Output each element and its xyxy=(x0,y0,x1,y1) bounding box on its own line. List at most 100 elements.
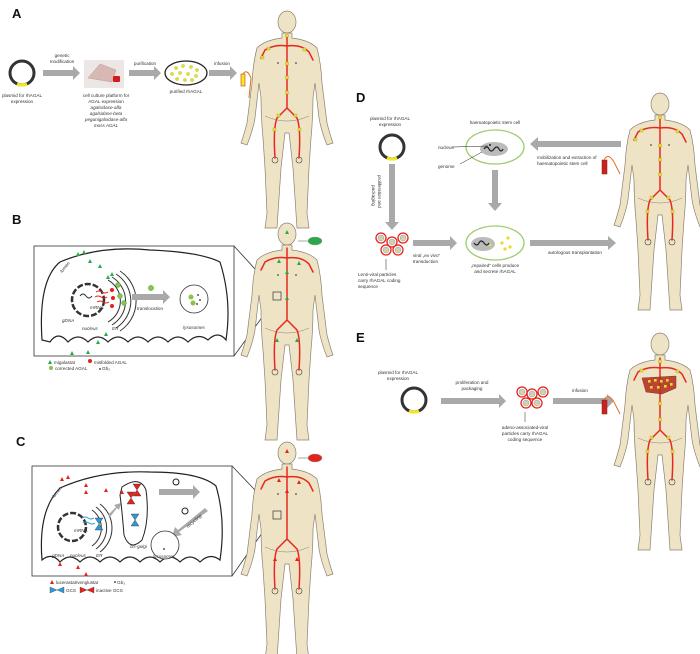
arrow-transplantation xyxy=(530,236,616,250)
gcs-icon xyxy=(130,513,140,527)
inactive-gcs-icon xyxy=(132,483,142,497)
plasmid-icon xyxy=(8,59,36,87)
er-icon xyxy=(91,503,113,553)
liver-icon xyxy=(641,375,677,395)
panel-a-label: A xyxy=(12,6,22,21)
aav-label-2: particles carry rhAGAL xyxy=(502,431,549,436)
legend-inactive-gcs: inactive GCS xyxy=(96,588,123,593)
human-body-b xyxy=(240,222,334,441)
genome-label: genome xyxy=(438,164,455,169)
repaired-label: „repaired” cells produce xyxy=(471,263,520,268)
drug-capsule-icon xyxy=(298,236,323,246)
aav-label-3: coding sequence xyxy=(508,437,543,442)
packaging-label: proliferation and xyxy=(456,380,489,385)
repaired-cell-icon xyxy=(465,225,525,261)
arrow-translocation xyxy=(132,290,170,304)
arrow-label: purification xyxy=(134,61,157,66)
lysosome-icon xyxy=(150,530,180,560)
repaired-label-2: and secrete rhAGAL xyxy=(474,269,516,274)
arrow-down xyxy=(488,170,502,211)
legend-gb3: Gb₃ xyxy=(117,580,125,585)
nucleus-icon xyxy=(70,282,106,318)
lumen-label: lumen xyxy=(59,261,71,274)
panel-b: B lumen mRNA gDNA nucleus ER translocati… xyxy=(12,212,334,441)
gdna-label: gDNA xyxy=(62,318,74,323)
gdna-label: gDNA xyxy=(52,553,64,558)
nucleus-label: nucleus xyxy=(82,326,99,331)
migalastat-icons xyxy=(70,250,114,355)
infusion-bag-icon xyxy=(601,396,621,415)
arrow-to-membrane xyxy=(159,485,200,499)
plasmid-label: plasmid for rhAGAL xyxy=(378,370,419,375)
cell-zoom-box xyxy=(31,465,233,577)
misfolded-agal-icons xyxy=(110,288,115,308)
inhibitor-icons xyxy=(58,475,124,576)
arrow-infusion xyxy=(209,66,237,80)
mrna-icon xyxy=(94,290,110,304)
cell-zoom-box xyxy=(33,245,235,357)
culture-label-5: pegunigalsidase-alfa xyxy=(84,117,128,122)
blood-bag-icon xyxy=(601,156,621,175)
panel-e-label: E xyxy=(356,330,365,345)
cis-golgi-label: cis-golgi xyxy=(130,544,148,549)
legend-c: lucerastat/venglustat Gb₃ GCS inactive G… xyxy=(49,580,125,594)
panel-c-label: C xyxy=(16,434,26,449)
mobilization-label-2: haematopoietic stem cell xyxy=(537,161,588,166)
legend-corrected: corrected AGAL xyxy=(55,366,88,371)
nucleus-label: nucleus xyxy=(438,145,455,150)
stem-cell-label: haematopoietic stem cell xyxy=(470,120,521,125)
flask-photo-icon xyxy=(84,60,124,88)
transduction-label: viral „ex vivo” xyxy=(413,253,441,258)
nucleus-icon xyxy=(56,511,88,543)
autologous-label: autologous transplantation xyxy=(548,250,602,255)
human-body-a xyxy=(240,10,334,229)
human-body-e xyxy=(601,332,700,551)
lysosome-icon xyxy=(179,284,209,314)
panel-a: A plasmid for rhAGAL expression genetic … xyxy=(2,6,334,229)
panel-e: E plasmid for rhAGAL expression prolifer… xyxy=(356,330,700,551)
arrow-label: infusion xyxy=(214,61,230,66)
culture-label: cell culture platform for xyxy=(83,93,130,98)
panel-d-label: D xyxy=(356,90,365,105)
drug-capsule-icon xyxy=(298,453,323,463)
culture-label-4: agalsidase-beta xyxy=(90,111,123,116)
infusion-bag-icon xyxy=(240,71,252,99)
legend-misfolded: misfolded AGAL xyxy=(94,360,127,365)
mobilization-label: mobilization and extraction of xyxy=(537,155,597,160)
human-body-d xyxy=(601,92,700,311)
panel-c: C lumen mRNA gDNA nucleus ER cis-golgi r… xyxy=(16,434,334,654)
legend-b: migalastat misfolded AGAL corrected AGAL… xyxy=(48,359,127,371)
culture-label-3: agalsidase-alfa xyxy=(91,105,122,110)
lentiviral-particles-icon xyxy=(375,232,409,256)
er-label: ER xyxy=(112,326,119,331)
recycling-label: recycling xyxy=(185,513,202,529)
er-label: ER xyxy=(96,553,103,558)
mrna-label: mRNA xyxy=(90,305,104,310)
legend-inhibitor: lucerastat/venglustat xyxy=(56,580,99,585)
aav-label: adeno-associated-viral xyxy=(502,425,548,430)
arrow-infusion xyxy=(553,394,614,408)
culture-label-2: AGAL expression xyxy=(88,99,124,104)
arrow-mobilization xyxy=(530,137,621,151)
human-body-c xyxy=(240,441,334,654)
packaging-label-2: packaging xyxy=(462,386,483,391)
gcs-icon xyxy=(94,517,104,531)
cell-membrane xyxy=(40,248,229,343)
lenti-label-3: sequence xyxy=(358,284,378,289)
arrow-packaging xyxy=(441,394,506,408)
lysosomes-label: lysosomes xyxy=(153,554,175,559)
er-icon xyxy=(107,270,137,332)
plasmid-label: plasmid for rhAGAL xyxy=(370,116,411,121)
aav-particles-icon xyxy=(516,386,549,409)
mrna-icon xyxy=(81,516,96,525)
arrow-purification xyxy=(129,66,161,80)
legend-migalastat: migalastat xyxy=(54,360,76,365)
plasmid-icon xyxy=(400,386,428,414)
panel-b-label: B xyxy=(12,212,21,227)
arrow-to-golgi xyxy=(108,503,121,517)
arrow-packaging xyxy=(385,164,399,230)
panel-d: D plasmid for rhAGAL expression prolifer… xyxy=(356,90,700,311)
culture-label-6: moss AGAL xyxy=(94,123,119,128)
arrow-genetic-modification xyxy=(43,66,80,80)
